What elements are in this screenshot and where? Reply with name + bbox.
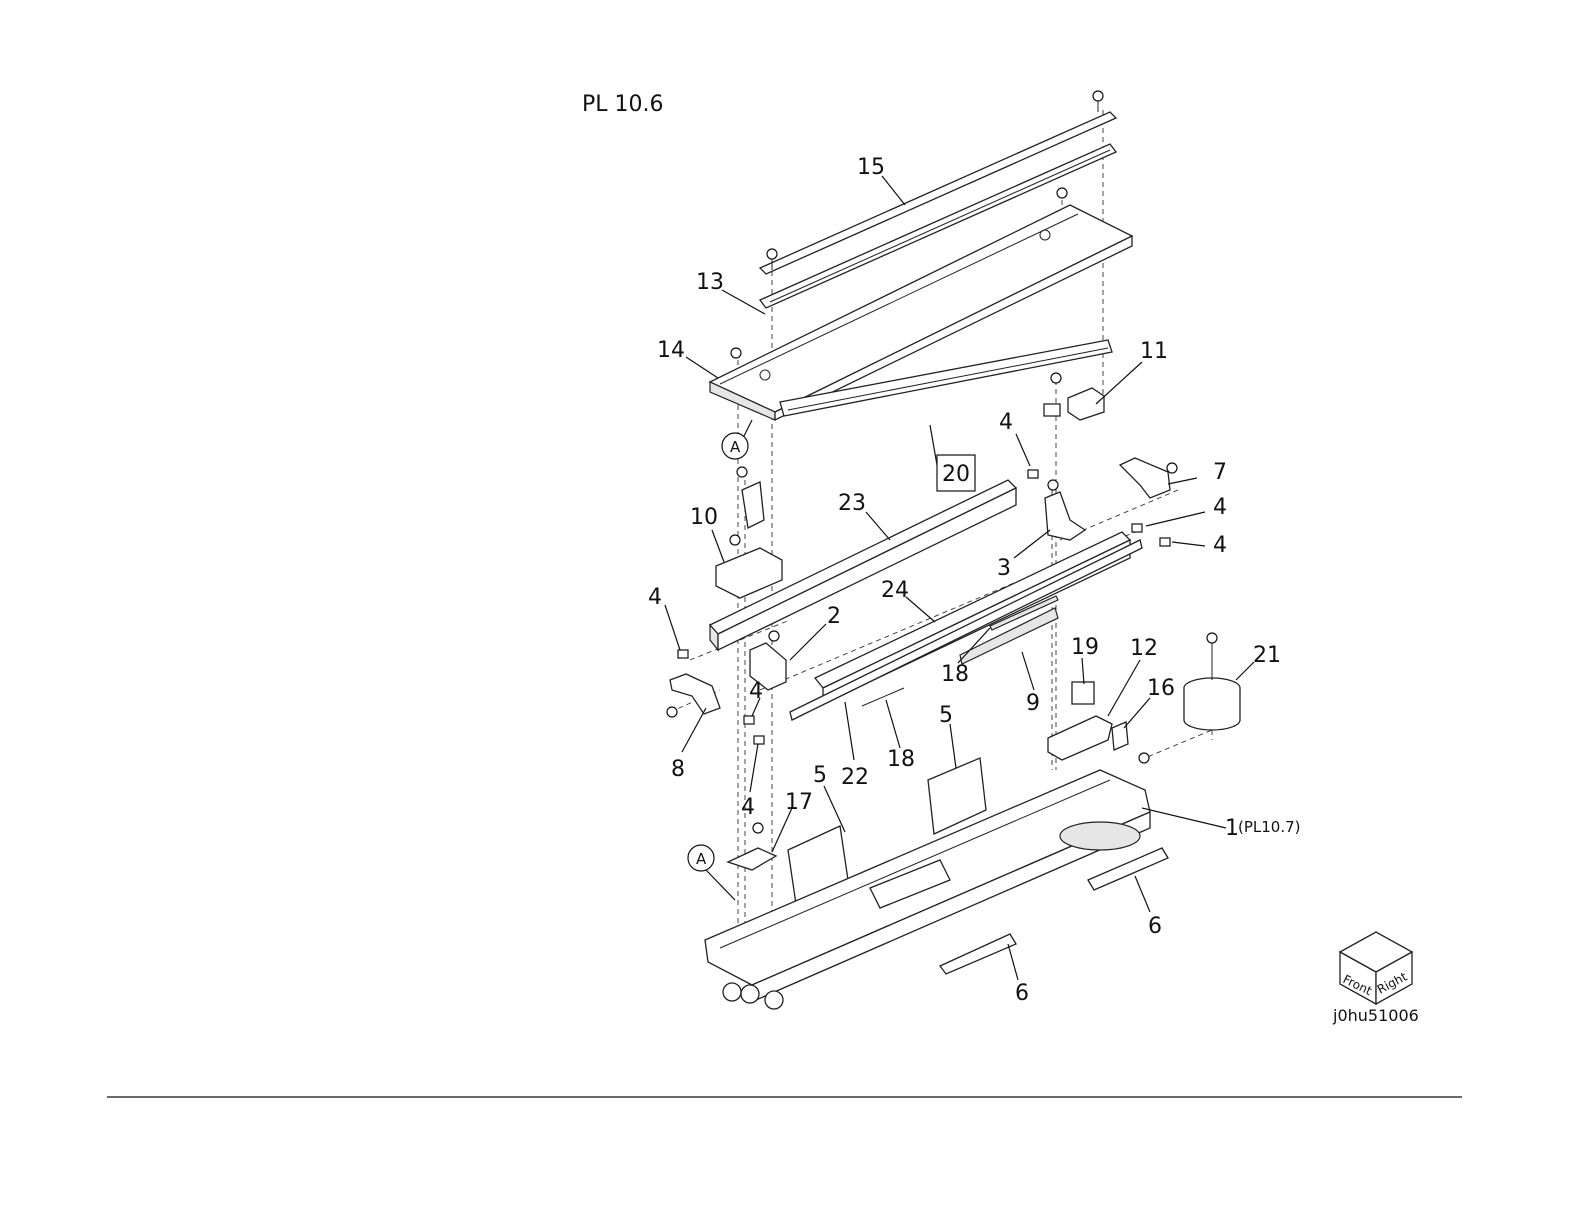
callout-6: 6 — [1148, 914, 1162, 939]
part-16-bracket — [1112, 722, 1149, 763]
part-17-bracket — [728, 823, 776, 870]
callout-13: 13 — [696, 270, 724, 295]
part-7-bracket — [1120, 458, 1177, 498]
callout-3: 3 — [997, 556, 1011, 581]
callout-6: 6 — [1015, 981, 1029, 1006]
callout-5: 5 — [813, 763, 827, 788]
callout-14: 14 — [657, 338, 685, 363]
callout-10: 10 — [690, 505, 718, 530]
part-19-sensor — [1072, 682, 1094, 704]
callout-9: 9 — [1026, 691, 1040, 716]
callout-20: 20 — [942, 462, 970, 487]
image-code: j0hu51006 — [1332, 1006, 1419, 1025]
part-6-sensor-right — [1088, 848, 1168, 890]
callout-19: 19 — [1071, 635, 1099, 660]
ref-mark-a-bottom: A — [688, 845, 735, 900]
callout-22: 22 — [841, 765, 869, 790]
callout-4: 4 — [999, 410, 1013, 435]
part-12-bracket — [1048, 716, 1112, 760]
callout-23: 23 — [838, 491, 866, 516]
callout-4: 4 — [1213, 533, 1227, 558]
callout-1-cross-ref: (PL10.7) — [1238, 818, 1301, 836]
svg-text:A: A — [730, 438, 741, 456]
callout-4: 4 — [749, 679, 763, 704]
ref-mark-a-top: A — [722, 420, 752, 459]
callout-18: 18 — [887, 747, 915, 772]
plate-title: PL 10.6 — [582, 92, 664, 117]
callout-21: 21 — [1253, 643, 1281, 668]
part-21-motor — [1184, 633, 1240, 730]
callout-5: 5 — [939, 703, 953, 728]
callout-7: 7 — [1213, 460, 1227, 485]
part-6-sensor-left — [940, 934, 1016, 974]
callout-12: 12 — [1130, 636, 1158, 661]
callout-15: 15 — [857, 155, 885, 180]
part-8-bracket — [667, 674, 720, 717]
svg-text:A: A — [696, 850, 707, 868]
callout-4: 4 — [1213, 495, 1227, 520]
callout-11: 11 — [1140, 339, 1168, 364]
callout-4: 4 — [741, 795, 755, 820]
part-18-strip — [862, 688, 904, 706]
part-11-bracket — [1044, 373, 1104, 420]
callout-24: 24 — [881, 578, 909, 603]
callout-8: 8 — [671, 757, 685, 782]
part-3-bracket — [1045, 480, 1085, 540]
callout-18: 18 — [941, 662, 969, 687]
callout-2: 2 — [827, 604, 841, 629]
callout-4: 4 — [648, 585, 662, 610]
callout-17: 17 — [785, 790, 813, 815]
callout-1: 1 — [1225, 816, 1239, 841]
orientation-cube: Front Right — [1340, 932, 1412, 1004]
callout-16: 16 — [1147, 676, 1175, 701]
